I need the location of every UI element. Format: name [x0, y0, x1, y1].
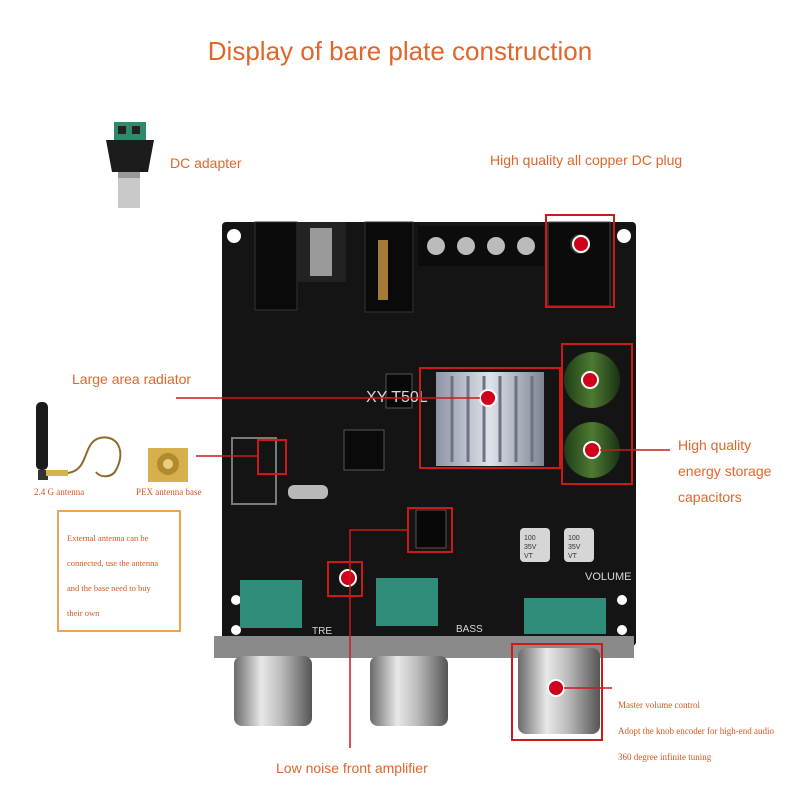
volume-note-line: Master volume control	[618, 700, 700, 710]
cap1-text2: 35V	[524, 544, 537, 551]
amplifier-leader-line	[349, 529, 408, 748]
treble-knob	[234, 656, 312, 726]
antenna-base-label: PEX antenna base	[136, 487, 202, 497]
amplifier-label: Low noise front amplifier	[276, 760, 428, 776]
volume-note-line: 360 degree infinite tuning	[618, 752, 712, 762]
amplifier-marker	[339, 569, 357, 587]
dc-plug-label: High quality all copper DC plug	[490, 152, 683, 168]
capacitor-marker-bottom	[583, 441, 601, 459]
antenna-note-line: External antenna can be	[67, 533, 149, 543]
volume-marker	[547, 679, 565, 697]
antenna-image	[36, 402, 122, 480]
capacitors-label-line1: High quality	[678, 437, 752, 453]
amplifier-board	[214, 221, 636, 658]
cap2-text1: 100	[568, 535, 580, 542]
amplifier-highlight-box	[327, 561, 363, 597]
bass-label: BASS	[456, 624, 483, 635]
tre-label: TRE	[312, 626, 332, 637]
capacitor-marker-top	[581, 371, 599, 389]
volume-highlight-box	[511, 643, 603, 741]
dc-adapter-image	[106, 122, 154, 208]
antenna-note-line: connected, use the antenna	[67, 558, 159, 568]
antenna-note-line: and the base need to buy	[67, 583, 151, 593]
radiator-highlight-box	[419, 367, 561, 469]
bluetooth-highlight-box	[257, 439, 287, 475]
volume-label: VOLUME	[585, 571, 631, 583]
page-title: Display of bare plate construction	[207, 36, 593, 66]
dc-plug-highlight-box	[545, 214, 615, 308]
cap1-text3: VT	[524, 553, 534, 560]
bass-knob	[370, 656, 448, 726]
dc-adapter-label: DC adapter	[170, 155, 242, 171]
cap2-text3: VT	[568, 553, 578, 560]
dc-plug-marker	[572, 235, 590, 253]
pex-antenna-base-image	[148, 448, 188, 482]
capacitors-label-line2: energy storage	[678, 463, 772, 479]
cap1-text1: 100	[524, 535, 536, 542]
radiator-marker	[479, 389, 497, 407]
antenna-note-box: External antenna can be connected, use t…	[57, 510, 181, 632]
capacitors-label-line3: capacitors	[678, 489, 742, 505]
antenna-label: 2.4 G antenna	[34, 487, 85, 497]
cap2-text2: 35V	[568, 544, 581, 551]
volume-note-line: Adopt the knob encoder for high-end audi…	[618, 726, 774, 736]
radiator-label: Large area radiator	[72, 371, 192, 387]
antenna-note-line: their own	[67, 608, 100, 618]
capacitors-highlight-box	[561, 343, 633, 485]
